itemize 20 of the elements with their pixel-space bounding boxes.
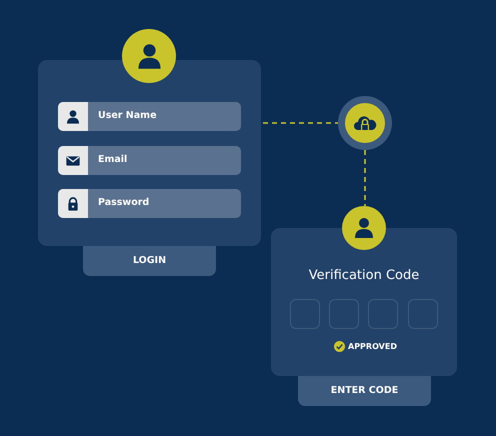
code-input-box — [329, 299, 359, 329]
card-heading: Verification Code — [308, 268, 420, 283]
connector-line — [364, 150, 366, 206]
avatar-badge — [122, 29, 176, 83]
input-field — [58, 189, 241, 218]
connector-line — [263, 122, 338, 124]
status-text: APPROVED — [348, 342, 397, 351]
code-input-box — [290, 299, 320, 329]
code-input-box — [408, 299, 438, 329]
cloud-badge — [338, 96, 392, 150]
field-label: Email — [98, 154, 128, 165]
card-background — [38, 60, 261, 246]
code-input-box — [368, 299, 398, 329]
input-field — [58, 146, 241, 175]
field-label: Password — [98, 197, 150, 208]
avatar-badge — [342, 206, 386, 250]
input-field — [58, 102, 241, 131]
tab-button: LOGIN — [83, 246, 216, 276]
field-label: User Name — [98, 110, 157, 121]
tab-button: ENTER CODE — [298, 376, 431, 406]
